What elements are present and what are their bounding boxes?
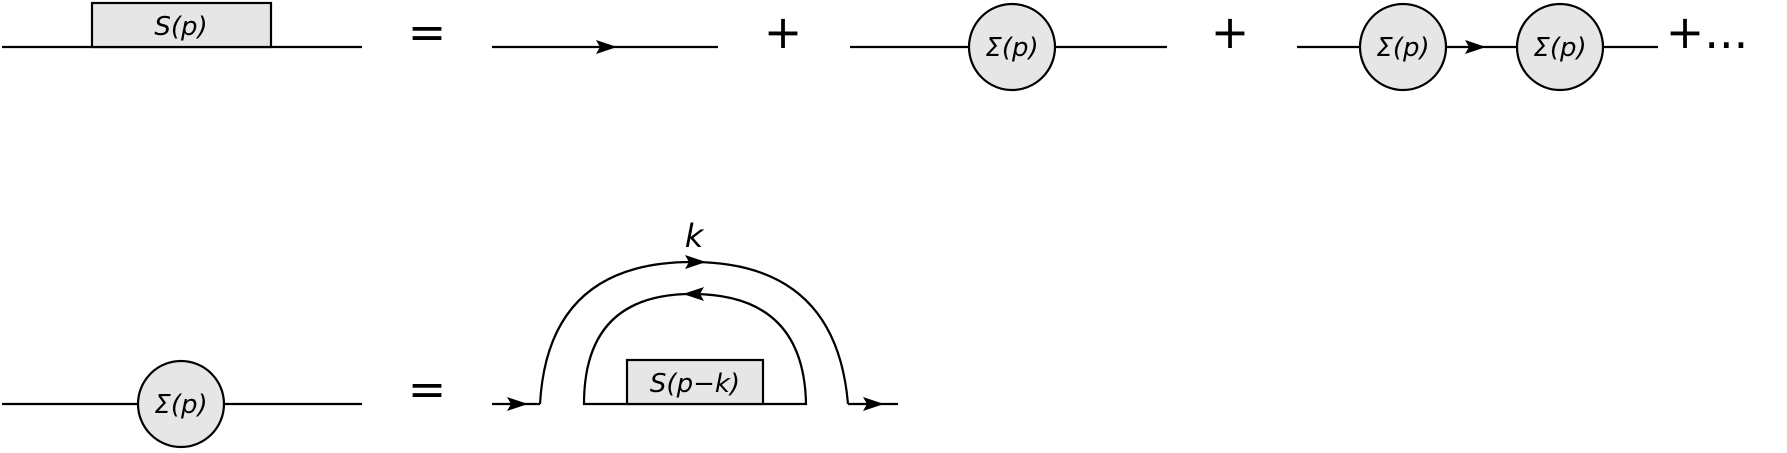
- equals-sign-1: =: [408, 5, 447, 59]
- self-energy-label-1: Σ(p): [985, 33, 1038, 63]
- bare-propagator-arrow: [596, 40, 617, 54]
- self-energy-circle-2b: [1515, 2, 1605, 92]
- momentum-label: k: [685, 217, 705, 255]
- self-energy-circle-lhs: [136, 359, 226, 449]
- outer-arc-arrow: [685, 255, 706, 269]
- outgoing-leg-arrow: [863, 397, 884, 411]
- double-insertion-arrow: [1465, 40, 1486, 54]
- trailing-ellipsis: +...: [1666, 5, 1748, 59]
- inner-propagator-box: [625, 358, 765, 406]
- full-propagator-box: [90, 1, 273, 49]
- self-energy-label-lhs: Σ(p): [154, 390, 207, 420]
- plus-sign-2: +: [1211, 5, 1250, 59]
- equals-sign-2: =: [408, 362, 447, 416]
- self-energy-label-2a: Σ(p): [1376, 33, 1429, 63]
- plus-sign-1: +: [764, 5, 803, 59]
- full-propagator-label: S(p): [154, 12, 207, 42]
- inner-propagator-label: S(p−k): [650, 369, 740, 399]
- self-energy-circle-2a: [1358, 2, 1448, 92]
- incoming-leg-arrow: [507, 397, 528, 411]
- self-energy-label-2b: Σ(p): [1533, 33, 1586, 63]
- inner-arc-arrow: [683, 287, 704, 301]
- self-energy-circle-1: [967, 2, 1057, 92]
